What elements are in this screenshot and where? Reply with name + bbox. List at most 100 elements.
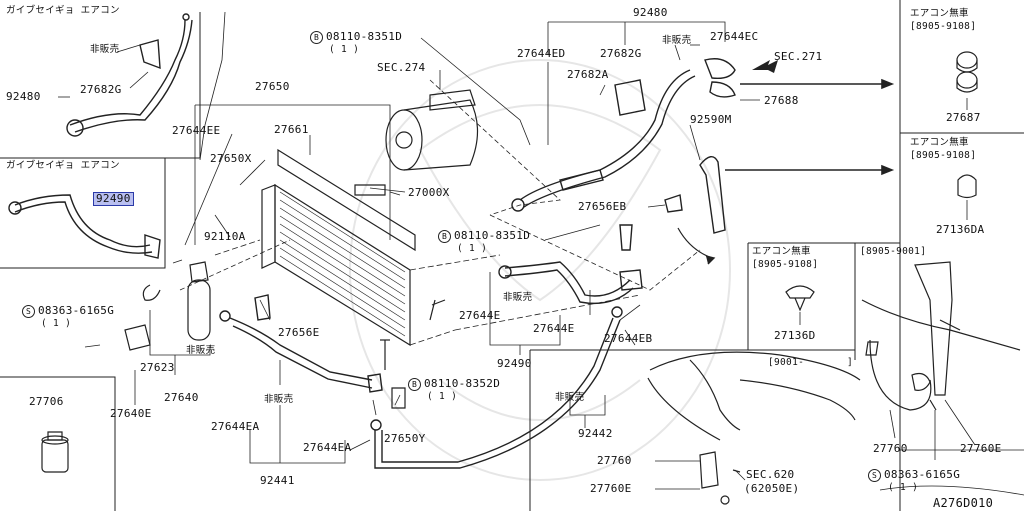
screw-qty-1: ( 1 ) (41, 318, 72, 329)
leader-lines-92441 (249, 360, 401, 464)
bolt-b-marker-1: B (310, 31, 323, 44)
section-title-r2: エアコン無車 (910, 137, 969, 148)
part-27644eb[interactable]: 27644EB (604, 332, 653, 345)
ref-sec271[interactable]: SEC.271 (774, 50, 823, 63)
part-27650[interactable]: 27650 (255, 80, 290, 93)
part-27656eb[interactable]: 27656EB (578, 200, 627, 213)
watermark-emblem (349, 59, 731, 481)
section-range-r1: [8905-9108] (910, 21, 977, 32)
part-bolt-08110-8351d-a[interactable]: 08110-8351D (326, 30, 403, 43)
leader-lines-bumper (655, 460, 746, 490)
section-range-r5-close: ] (847, 357, 854, 368)
section-title-r3: エアコン無車 (752, 246, 811, 257)
part-27136d[interactable]: 27136D (774, 329, 816, 342)
part-27644ea-b[interactable]: 27644EA (303, 441, 352, 454)
part-27640e[interactable]: 27640E (110, 407, 152, 420)
part-27650x[interactable]: 27650X (210, 152, 252, 165)
section-range-r4: [8905-9001] (860, 246, 927, 257)
part-92441[interactable]: 92441 (260, 474, 295, 487)
part-27644ed[interactable]: 27644ED (517, 47, 566, 60)
part-27640[interactable]: 27640 (164, 391, 199, 404)
leader-lines-92480-main (547, 21, 760, 145)
part-27000x[interactable]: 27000X (408, 186, 450, 199)
hose-92490-inset (8, 194, 161, 259)
arrows-to-right-panels (725, 78, 895, 176)
leader-lines-92590m (489, 124, 701, 291)
part-27136da[interactable]: 27136DA (936, 223, 985, 236)
pipe-92441 (219, 294, 383, 431)
bolt-b-marker-2: B (438, 230, 451, 243)
part-27760-sensor[interactable]: 27760 (873, 442, 908, 455)
arrow-sec271 (752, 60, 778, 73)
part-27760-bumper[interactable]: 27760 (597, 454, 632, 467)
bolt-08110-8352d (380, 299, 446, 370)
part-screw-08363-6165g-b[interactable]: 08363-6165G (884, 468, 961, 481)
drain-hose-92590m (664, 156, 726, 265)
part-27623[interactable]: 27623 (140, 361, 175, 374)
mirror-housing-outline (879, 449, 1024, 496)
hose-92490-main (498, 224, 643, 305)
ref-sec620-sub: (62050E) (744, 482, 800, 495)
part-screw-08363-6165g-a[interactable]: 08363-6165G (38, 304, 115, 317)
part-27644ee[interactable]: 27644EE (172, 124, 221, 137)
bolt-qty-2: ( 1 ) (457, 243, 488, 254)
leader-lines-sensor (889, 399, 976, 460)
part-27760e-bumper[interactable]: 27760E (590, 482, 632, 495)
diagram-id: A276D010 (933, 496, 994, 510)
leader-lines-92490-main (489, 224, 641, 355)
part-27644e-a[interactable]: 27644E (459, 309, 501, 322)
part-27650y[interactable]: 27650Y (384, 432, 426, 445)
part-27682g-inset[interactable]: 27682G (80, 83, 122, 96)
section-title-top-left: ガイブセイギョ エアコン (6, 5, 120, 16)
part-bolt-08110-8352d[interactable]: 08110-8352D (424, 377, 501, 390)
part-92490-highlighted[interactable]: 92490 (93, 192, 134, 206)
leader-lines-drier (84, 259, 211, 405)
dashed-assembly-lines (214, 239, 641, 346)
part-27644ec[interactable]: 27644EC (710, 30, 759, 43)
part-92480-main[interactable]: 92480 (633, 6, 668, 19)
leader-lines-92442 (569, 329, 636, 428)
part-92110a[interactable]: 92110A (204, 230, 246, 243)
pipe-92442 (374, 306, 623, 469)
part-27661[interactable]: 27661 (274, 123, 309, 136)
part-27644ea-a[interactable]: 27644EA (211, 420, 260, 433)
leader-lines-compressor (369, 37, 561, 216)
bumper-region (647, 351, 861, 505)
part-27687[interactable]: 27687 (946, 111, 981, 124)
label-hihanbai-4: 非販売 (186, 345, 216, 356)
part-92490-main[interactable]: 92490 (497, 357, 532, 370)
clip-27136d (785, 285, 815, 325)
screw-s-marker-2: S (868, 469, 881, 482)
ref-sec620[interactable]: SEC.620 (746, 468, 795, 481)
part-92590m[interactable]: 92590M (690, 113, 732, 126)
part-27706[interactable]: 27706 (29, 395, 64, 408)
section-range-r5: [9001- (768, 357, 805, 368)
part-bolt-08110-8351d-b[interactable]: 08110-8351D (454, 229, 531, 242)
section-range-r3: [8905-9108] (752, 259, 819, 270)
section-title-mid-left: ガイブセイギョ エアコン (6, 160, 120, 171)
screw-qty-2: ( 1 ) (888, 482, 919, 493)
part-27644e-b[interactable]: 27644E (533, 322, 575, 335)
ref-sec274[interactable]: SEC.274 (377, 61, 426, 74)
compressor-sec274 (385, 89, 479, 171)
section-range-r2: [8905-9108] (910, 150, 977, 161)
part-27682g[interactable]: 27682G (600, 47, 642, 60)
fitting-27650y (391, 387, 406, 409)
hose-92480-inset (66, 13, 193, 137)
part-27760e-sensor[interactable]: 27760E (960, 442, 1002, 455)
part-27688[interactable]: 27688 (764, 94, 799, 107)
cap-27687 (956, 51, 978, 110)
part-92480-inset[interactable]: 92480 (6, 90, 41, 103)
part-27656e[interactable]: 27656E (278, 326, 320, 339)
label-hihanbai-2: 非販売 (662, 35, 692, 46)
label-hihanbai-1: 非販売 (90, 44, 120, 55)
bolt-b-marker-3: B (408, 378, 421, 391)
cap-27136da (957, 174, 977, 220)
part-27682a[interactable]: 27682A (567, 68, 609, 81)
leader-lines-top-left (58, 11, 226, 161)
sensor-27760-panel (861, 261, 1021, 411)
part-92442[interactable]: 92442 (578, 427, 613, 440)
